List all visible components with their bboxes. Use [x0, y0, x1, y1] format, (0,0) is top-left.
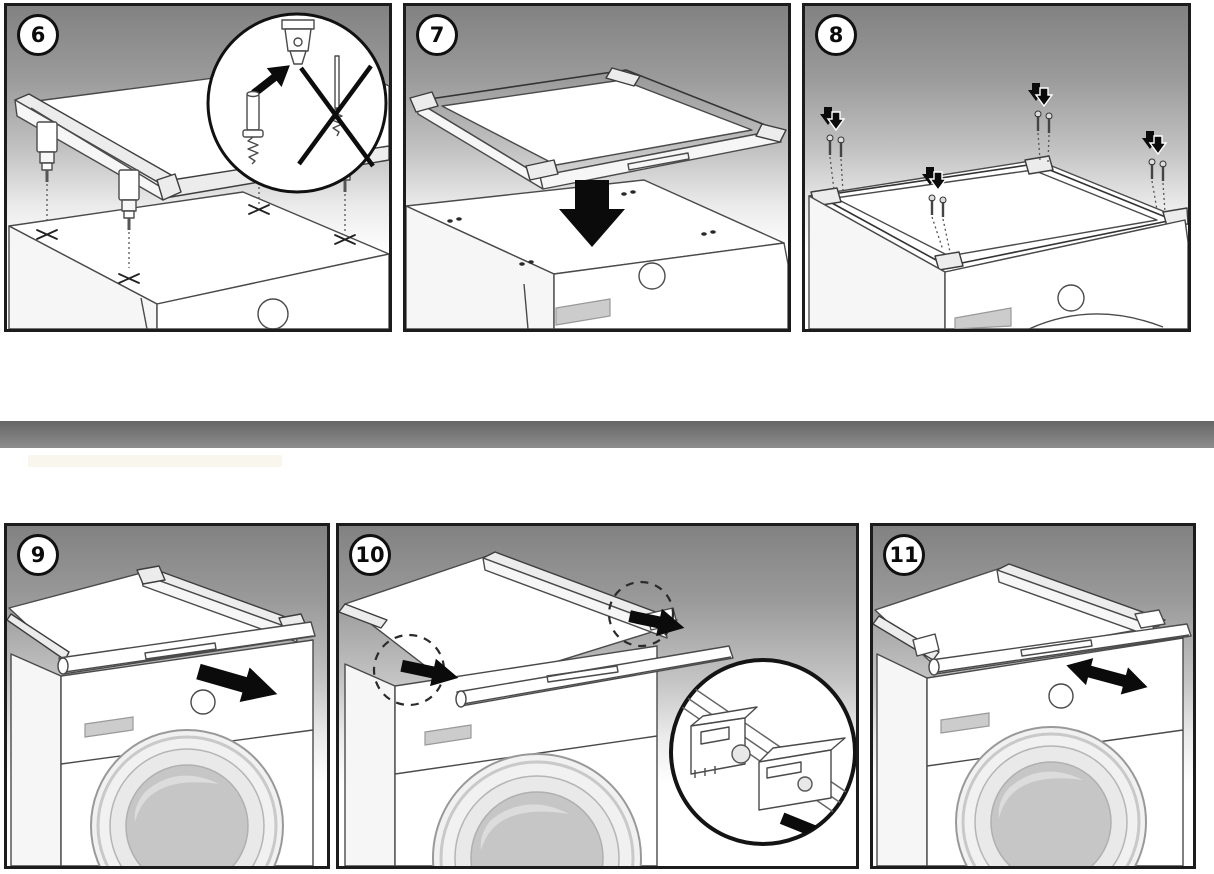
- step-number-badge: 8: [815, 14, 857, 56]
- drill-chuck-icon: [281, 19, 315, 65]
- screw-set: [922, 167, 951, 253]
- screw-icon: [928, 194, 947, 217]
- shelf-front-bar: [455, 645, 734, 708]
- step-panel-6: 6: [4, 3, 392, 332]
- screw-holes-icon: [447, 190, 716, 266]
- illustration-step-11: [873, 563, 1192, 866]
- screw-set: [1028, 83, 1054, 163]
- pin-not-screw-inset: [206, 12, 388, 194]
- latch-highlight-right: [607, 580, 685, 648]
- up-right-arrow-icon: [251, 65, 290, 97]
- latch-slider-icon: [758, 737, 846, 811]
- latch-slider-inset: [669, 658, 856, 846]
- illustration-step-9: [7, 565, 316, 866]
- step-panel-7: 7: [403, 3, 791, 332]
- shelf-front-bar: [928, 623, 1192, 676]
- shelf-front-bar: [57, 621, 316, 675]
- drill-position-marks-icon: [36, 204, 356, 284]
- step-number-badge: 11: [883, 534, 925, 576]
- step-number-badge: 6: [17, 14, 59, 56]
- washer-door: [955, 726, 1147, 866]
- washer-with-frame: [808, 155, 1188, 329]
- latch-bracket-icon: [690, 706, 758, 778]
- screw-icon: [1148, 158, 1167, 181]
- page-bleed-through: [28, 455, 282, 467]
- slide-right-arrow-icon: [628, 608, 685, 637]
- slide-right-arrow-icon: [400, 658, 459, 687]
- step-number-badge: 10: [349, 534, 391, 576]
- illustration-step-7: [406, 67, 788, 329]
- washer-door: [90, 729, 284, 866]
- illustration-step-10: [339, 551, 856, 866]
- section-divider-bar: [0, 421, 1214, 448]
- mounting-pin-icon: [242, 90, 264, 165]
- stacking-frame-shelf: [873, 563, 1166, 667]
- screw-set: [1142, 131, 1168, 213]
- screwdriver-icon: [36, 121, 140, 268]
- illustration-step-8: [808, 83, 1188, 329]
- step-panel-8: 8: [802, 3, 1191, 332]
- step-number-badge: 7: [416, 14, 458, 56]
- double-down-arrow-icon: [922, 167, 948, 192]
- step-panel-9: 9: [4, 523, 330, 869]
- crossed-out-screw-icon: [297, 55, 375, 168]
- double-down-arrow-icon: [1028, 83, 1054, 108]
- down-arrow-icon: [559, 180, 625, 247]
- washer-top: [8, 191, 389, 329]
- step-panel-11: 11: [870, 523, 1196, 869]
- screw-icon: [826, 134, 845, 157]
- latch-highlight-left: [372, 633, 459, 707]
- stacking-frame: [409, 67, 787, 190]
- pull-out-arrow-icon: [196, 663, 278, 703]
- double-down-arrow-icon: [820, 107, 846, 132]
- washer-door: [432, 753, 642, 866]
- double-down-arrow-icon: [1142, 131, 1168, 156]
- step-panel-10: 10: [336, 523, 859, 869]
- step-number-badge: 9: [17, 534, 59, 576]
- stacking-frame-shelf: [7, 565, 308, 665]
- screw-set: [820, 107, 846, 193]
- double-ended-slide-arrow-icon: [1066, 658, 1148, 695]
- illustration-step-6: [8, 12, 389, 329]
- screw-icon: [1034, 110, 1053, 133]
